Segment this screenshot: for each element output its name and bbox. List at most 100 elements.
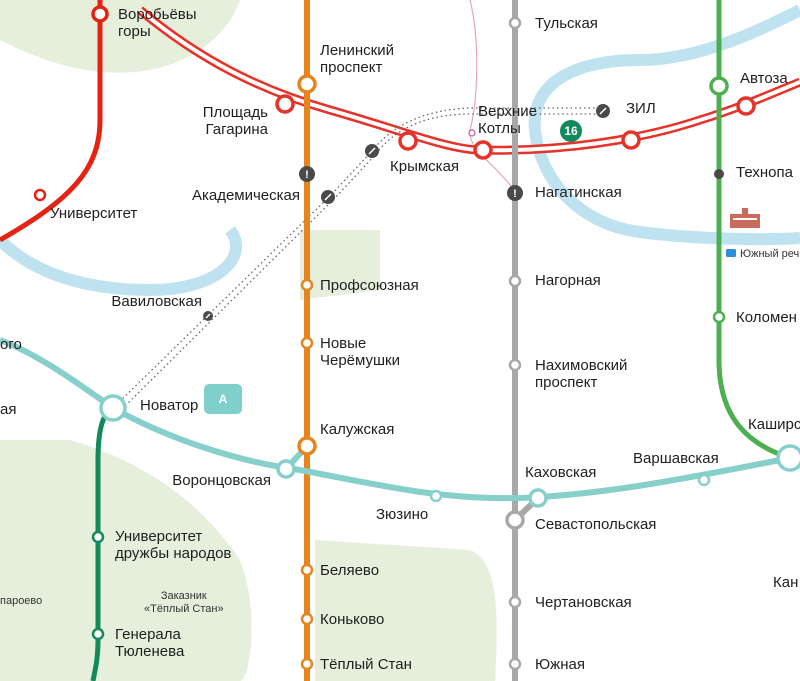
park-teply-stan: [315, 540, 497, 681]
label-noviye-cheryomushki[interactable]: Новые Черёмушки: [320, 335, 400, 369]
station-dot-varshavskaya: [697, 473, 711, 487]
transfer-leninsky: [297, 74, 317, 94]
label-tyoply-stan[interactable]: Тёплый Стан: [320, 656, 412, 673]
river-top-left: [0, 226, 242, 297]
park-areas: [0, 0, 497, 681]
transfer-avtozavodskaya: [736, 96, 756, 116]
river: [0, 4, 800, 297]
transfer-stations[interactable]: [91, 5, 800, 530]
transfer-novatorskaya: [99, 394, 127, 422]
line-sokolnicheskaya: [0, 0, 103, 243]
label-kantemirovskaya[interactable]: Кан: [773, 574, 799, 591]
slash-circle-icon: [321, 190, 335, 204]
label-sevastopolskaya[interactable]: Севастопольская: [535, 516, 657, 533]
label-universitet[interactable]: Университет: [50, 205, 138, 222]
label-yuzhny-port[interactable]: Южный речн: [740, 248, 800, 260]
label-konkovo[interactable]: Коньково: [320, 611, 385, 628]
station-dot-profsoyuznaya: [300, 278, 314, 292]
transfer-kakhovskaya: [528, 488, 548, 508]
label-leninsky[interactable]: Ленинский проспект: [320, 42, 394, 76]
station-dot-belyaevo: [300, 563, 314, 577]
label-varshavskaya[interactable]: Варшавская: [633, 450, 719, 467]
station-dot-nagornaya: [508, 274, 522, 288]
ship-icon: [726, 249, 736, 257]
park-bottom-left: [0, 440, 252, 681]
label-nagornaya[interactable]: Нагорная: [535, 272, 601, 289]
label-avtozavodskaya[interactable]: Автоза: [740, 70, 788, 87]
exclamation-icon: !: [507, 185, 523, 201]
label-tekhnopark[interactable]: Технопа: [736, 164, 793, 181]
station-dot-chertanovskaya: [508, 595, 522, 609]
label-belyaevo[interactable]: Беляево: [320, 562, 380, 579]
closed-transfers: [203, 104, 610, 321]
label-zyuzino[interactable]: Зюзино: [376, 506, 429, 523]
label-profsoyuznaya[interactable]: Профсоюзная: [320, 277, 419, 294]
label-krymskaya[interactable]: Крымская: [390, 158, 460, 175]
label-kashirskaya[interactable]: Каширс: [748, 416, 800, 433]
label-chertanovskaya[interactable]: Чертановская: [535, 594, 632, 611]
transfer-vorobyovy: [91, 5, 109, 23]
slash-circle-icon: [365, 144, 379, 158]
closed-stations: ! !: [299, 166, 724, 201]
transfer-zil: [621, 130, 641, 150]
slash-circle-icon: [203, 311, 213, 321]
station-dots[interactable]: [33, 16, 726, 671]
transfer-krymskaya: [398, 131, 418, 151]
label-vorontsovskaya[interactable]: Воронцовская: [172, 472, 271, 489]
label-kaluzhskaya[interactable]: Калужская: [320, 421, 395, 438]
label-yuzhnaya[interactable]: Южная: [535, 656, 585, 673]
building-icon: [730, 208, 760, 228]
label-nagatinskaya[interactable]: Нагатинская: [535, 184, 622, 201]
transfer-avtozavodskaya-green: [709, 76, 729, 96]
station-dot-tulskaya: [508, 16, 522, 30]
transfer-kaluzhskaya: [297, 436, 317, 456]
station-dot-kolomenskaya: [712, 310, 726, 324]
station-dot-generala-tyuleneva: [91, 627, 105, 641]
slash-circle-icon: [596, 104, 610, 118]
exclamation-icon: !: [299, 166, 315, 182]
transfer-sevastopolskaya: [505, 510, 525, 530]
line-bolshaya-koltsevaya: [0, 337, 800, 502]
station-dot-noviye-cheryomushki: [300, 336, 314, 350]
station-dot-nakhimovsky: [508, 358, 522, 372]
station-dot-konkovo: [300, 612, 314, 626]
label-edge-left-mid[interactable]: ая: [0, 401, 17, 418]
transfer-vorontsovskaya: [276, 459, 296, 479]
label-akademicheskaya[interactable]: Академическая: [191, 187, 300, 204]
label-nakhimovsky[interactable]: Нахимовский проспект: [535, 357, 628, 391]
label-gagarina[interactable]: Площадь Гагарина: [202, 104, 268, 138]
label-zakaznik: Заказник «Тёплый Стан»: [144, 590, 224, 615]
line-zamoskvoretskaya: [716, 0, 791, 461]
river-right: [528, 4, 800, 246]
station-dot-universitet-druzhby: [91, 530, 105, 544]
mcd-line: [469, 0, 521, 201]
line-a-badge[interactable]: А: [204, 384, 242, 414]
label-generala-tyuleneva[interactable]: Генерала Тюленева: [115, 626, 185, 660]
svg-text:!: !: [305, 169, 309, 181]
label-kolomenskaya[interactable]: Коломен: [736, 309, 797, 326]
label-universitet-druzhby[interactable]: Университет дружбы народов: [115, 528, 232, 562]
label-vorobyovy[interactable]: Воробьёвы горы: [118, 6, 197, 40]
label-zil[interactable]: ЗИЛ: [626, 100, 656, 117]
label-vavilovskaya[interactable]: Вавиловская: [111, 293, 202, 310]
park-top-left: [0, 0, 240, 73]
line-16-badge[interactable]: 16: [560, 120, 582, 142]
station-dot-yuzhnaya: [508, 657, 522, 671]
svg-text:!: !: [513, 188, 517, 200]
station-dot-universitet: [33, 188, 47, 202]
label-edge-left-bottom[interactable]: пароево: [0, 595, 43, 607]
station-dot-zyuzino: [429, 489, 443, 503]
transfer-verkhnie-kotly: [473, 140, 493, 160]
label-edge-left-top[interactable]: ого: [0, 336, 22, 353]
label-verkhnie-kotly[interactable]: Верхние Котлы: [478, 103, 538, 137]
exclamation-icon: [714, 169, 724, 179]
mcd-station-dot: [468, 129, 476, 137]
transfer-kashirskaya: [776, 444, 800, 472]
label-novatorskaya[interactable]: Новатор: [140, 397, 199, 414]
park-akademicheskaya: [300, 230, 380, 300]
label-kakhovskaya[interactable]: Каховская: [525, 464, 597, 481]
transfer-gagarina: [275, 94, 295, 114]
label-tulskaya[interactable]: Тульская: [535, 15, 598, 32]
